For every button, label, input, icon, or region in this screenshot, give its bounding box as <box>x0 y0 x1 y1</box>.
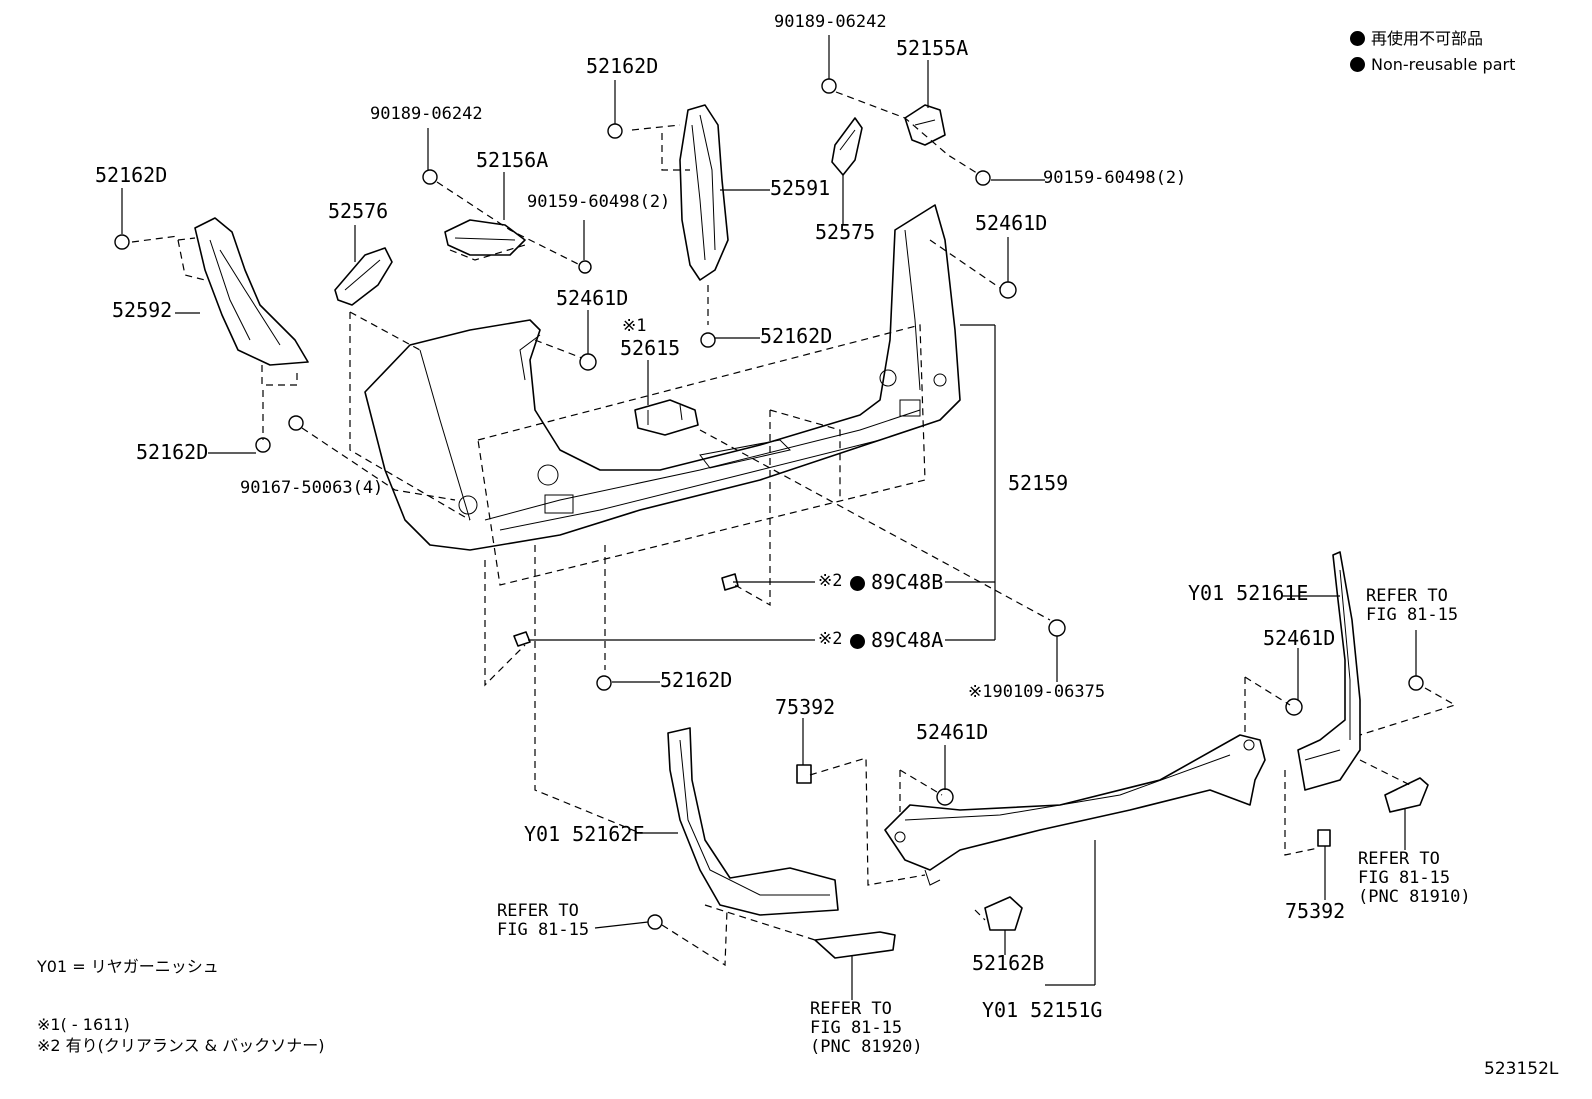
retainer-52155A <box>904 104 946 146</box>
label-90167-50063[interactable]: 90167-50063(4) <box>240 478 384 498</box>
label-52615[interactable]: 52615 <box>620 336 681 360</box>
assembly-lines <box>131 91 1457 967</box>
figure-code: 523152L <box>1484 1059 1559 1079</box>
label-90189-06242-a[interactable]: 90189-06242 <box>774 12 887 32</box>
label-89C48B-text: 89C48B <box>871 570 944 594</box>
reflector-left <box>814 931 896 959</box>
label-89C48B-note-mark: ※2 <box>818 571 843 591</box>
label-52575[interactable]: 52575 <box>815 220 876 244</box>
bracket-52592 <box>177 217 309 386</box>
note-1: ※1( - 1611) <box>37 1015 130 1034</box>
label-refer-d-line1[interactable]: REFER TO <box>810 999 892 1019</box>
legend-non-reusable-en: Non-reusable part <box>1350 57 1515 73</box>
clip-75392-a <box>796 764 812 784</box>
label-refer-b-line2[interactable]: FIG 81-15 <box>1366 605 1459 625</box>
rear-bumper-cover <box>364 204 961 551</box>
label-75392-a[interactable]: 75392 <box>775 695 836 719</box>
label-refer-a-line1[interactable]: REFER TO <box>497 901 579 921</box>
label-52159[interactable]: 52159 <box>1008 471 1069 495</box>
label-refer-c-line1[interactable]: REFER TO <box>1358 849 1440 869</box>
label-52162F[interactable]: Y01 52162F <box>524 822 645 846</box>
garnish-52162F <box>667 727 839 916</box>
retainer-52576 <box>334 247 393 306</box>
fasteners <box>114 78 1424 930</box>
label-52162B[interactable]: 52162B <box>972 951 1045 975</box>
label-52461D-a[interactable]: 52461D <box>975 211 1048 235</box>
label-90189-06242-b[interactable]: 90189-06242 <box>370 104 483 124</box>
label-refer-d-line3[interactable]: (PNC 81920) <box>810 1037 923 1057</box>
garnish-52151G <box>884 734 1266 886</box>
legend-non-reusable-jp: 再使用不可部品 <box>1350 31 1483 47</box>
label-52161E[interactable]: Y01 52161E <box>1188 581 1309 605</box>
label-refer-d-line2[interactable]: FIG 81-15 <box>810 1018 903 1038</box>
label-52162D-e[interactable]: 52162D <box>660 668 733 692</box>
clip-52162B <box>984 896 1023 931</box>
label-52162D-d[interactable]: 52162D <box>136 440 209 464</box>
clip-75392-b <box>1317 829 1331 847</box>
label-52461D-c[interactable]: 52461D <box>1263 626 1336 650</box>
label-refer-c-line3[interactable]: (PNC 81910) <box>1358 887 1471 907</box>
nut-89C48A <box>513 631 531 647</box>
label-refer-b-line1[interactable]: REFER TO <box>1366 586 1448 606</box>
bracket-52591 <box>631 104 729 325</box>
label-89C48B[interactable]: 89C48B <box>850 572 943 592</box>
label-52592[interactable]: 52592 <box>112 298 173 322</box>
label-52615-note-mark: ※1 <box>622 316 647 336</box>
note-2: ※2 有り(クリアランス & バックソナー) <box>37 1036 325 1055</box>
label-90159-60498-b[interactable]: 90159-60498(2) <box>527 192 671 212</box>
label-89C48A-text: 89C48A <box>871 628 944 652</box>
garnish-52161E <box>1297 551 1361 791</box>
label-75392-b[interactable]: 75392 <box>1285 899 1346 923</box>
label-52156A[interactable]: 52156A <box>476 148 549 172</box>
label-52576[interactable]: 52576 <box>328 199 389 223</box>
label-90159-60498-a[interactable]: 90159-60498(2) <box>1043 168 1187 188</box>
retainer-52156A <box>444 219 526 256</box>
label-90109-06375[interactable]: ※190109-06375 <box>968 682 1106 702</box>
non-reusable-marker-icon <box>850 634 865 649</box>
label-refer-c-line2[interactable]: FIG 81-15 <box>1358 868 1451 888</box>
label-52162D-c[interactable]: 52162D <box>760 324 833 348</box>
label-52151G[interactable]: Y01 52151G <box>982 998 1103 1022</box>
label-52591[interactable]: 52591 <box>770 176 831 200</box>
note-y01: Y01 = リヤガーニッシュ <box>37 957 219 976</box>
label-52155A[interactable]: 52155A <box>896 36 969 60</box>
label-52162D-b[interactable]: 52162D <box>95 163 168 187</box>
label-refer-a-line2[interactable]: FIG 81-15 <box>497 920 590 940</box>
non-reusable-marker-icon <box>850 576 865 591</box>
label-89C48A-note-mark: ※2 <box>818 629 843 649</box>
sensor-52615 <box>634 399 699 436</box>
non-reusable-marker-icon <box>1350 57 1365 72</box>
label-52461D-b[interactable]: 52461D <box>556 286 629 310</box>
reflector-right <box>1384 777 1429 813</box>
nut-89C48B <box>721 573 739 591</box>
legend-text-jp: 再使用不可部品 <box>1371 29 1484 48</box>
label-89C48A[interactable]: 89C48A <box>850 630 943 650</box>
label-52162D-a[interactable]: 52162D <box>586 54 659 78</box>
label-52461D-d[interactable]: 52461D <box>916 720 989 744</box>
leader-lines <box>121 35 1417 1000</box>
retainer-52575 <box>831 117 863 176</box>
non-reusable-marker-icon <box>1350 31 1365 46</box>
legend-text-en: Non-reusable part <box>1371 55 1516 74</box>
